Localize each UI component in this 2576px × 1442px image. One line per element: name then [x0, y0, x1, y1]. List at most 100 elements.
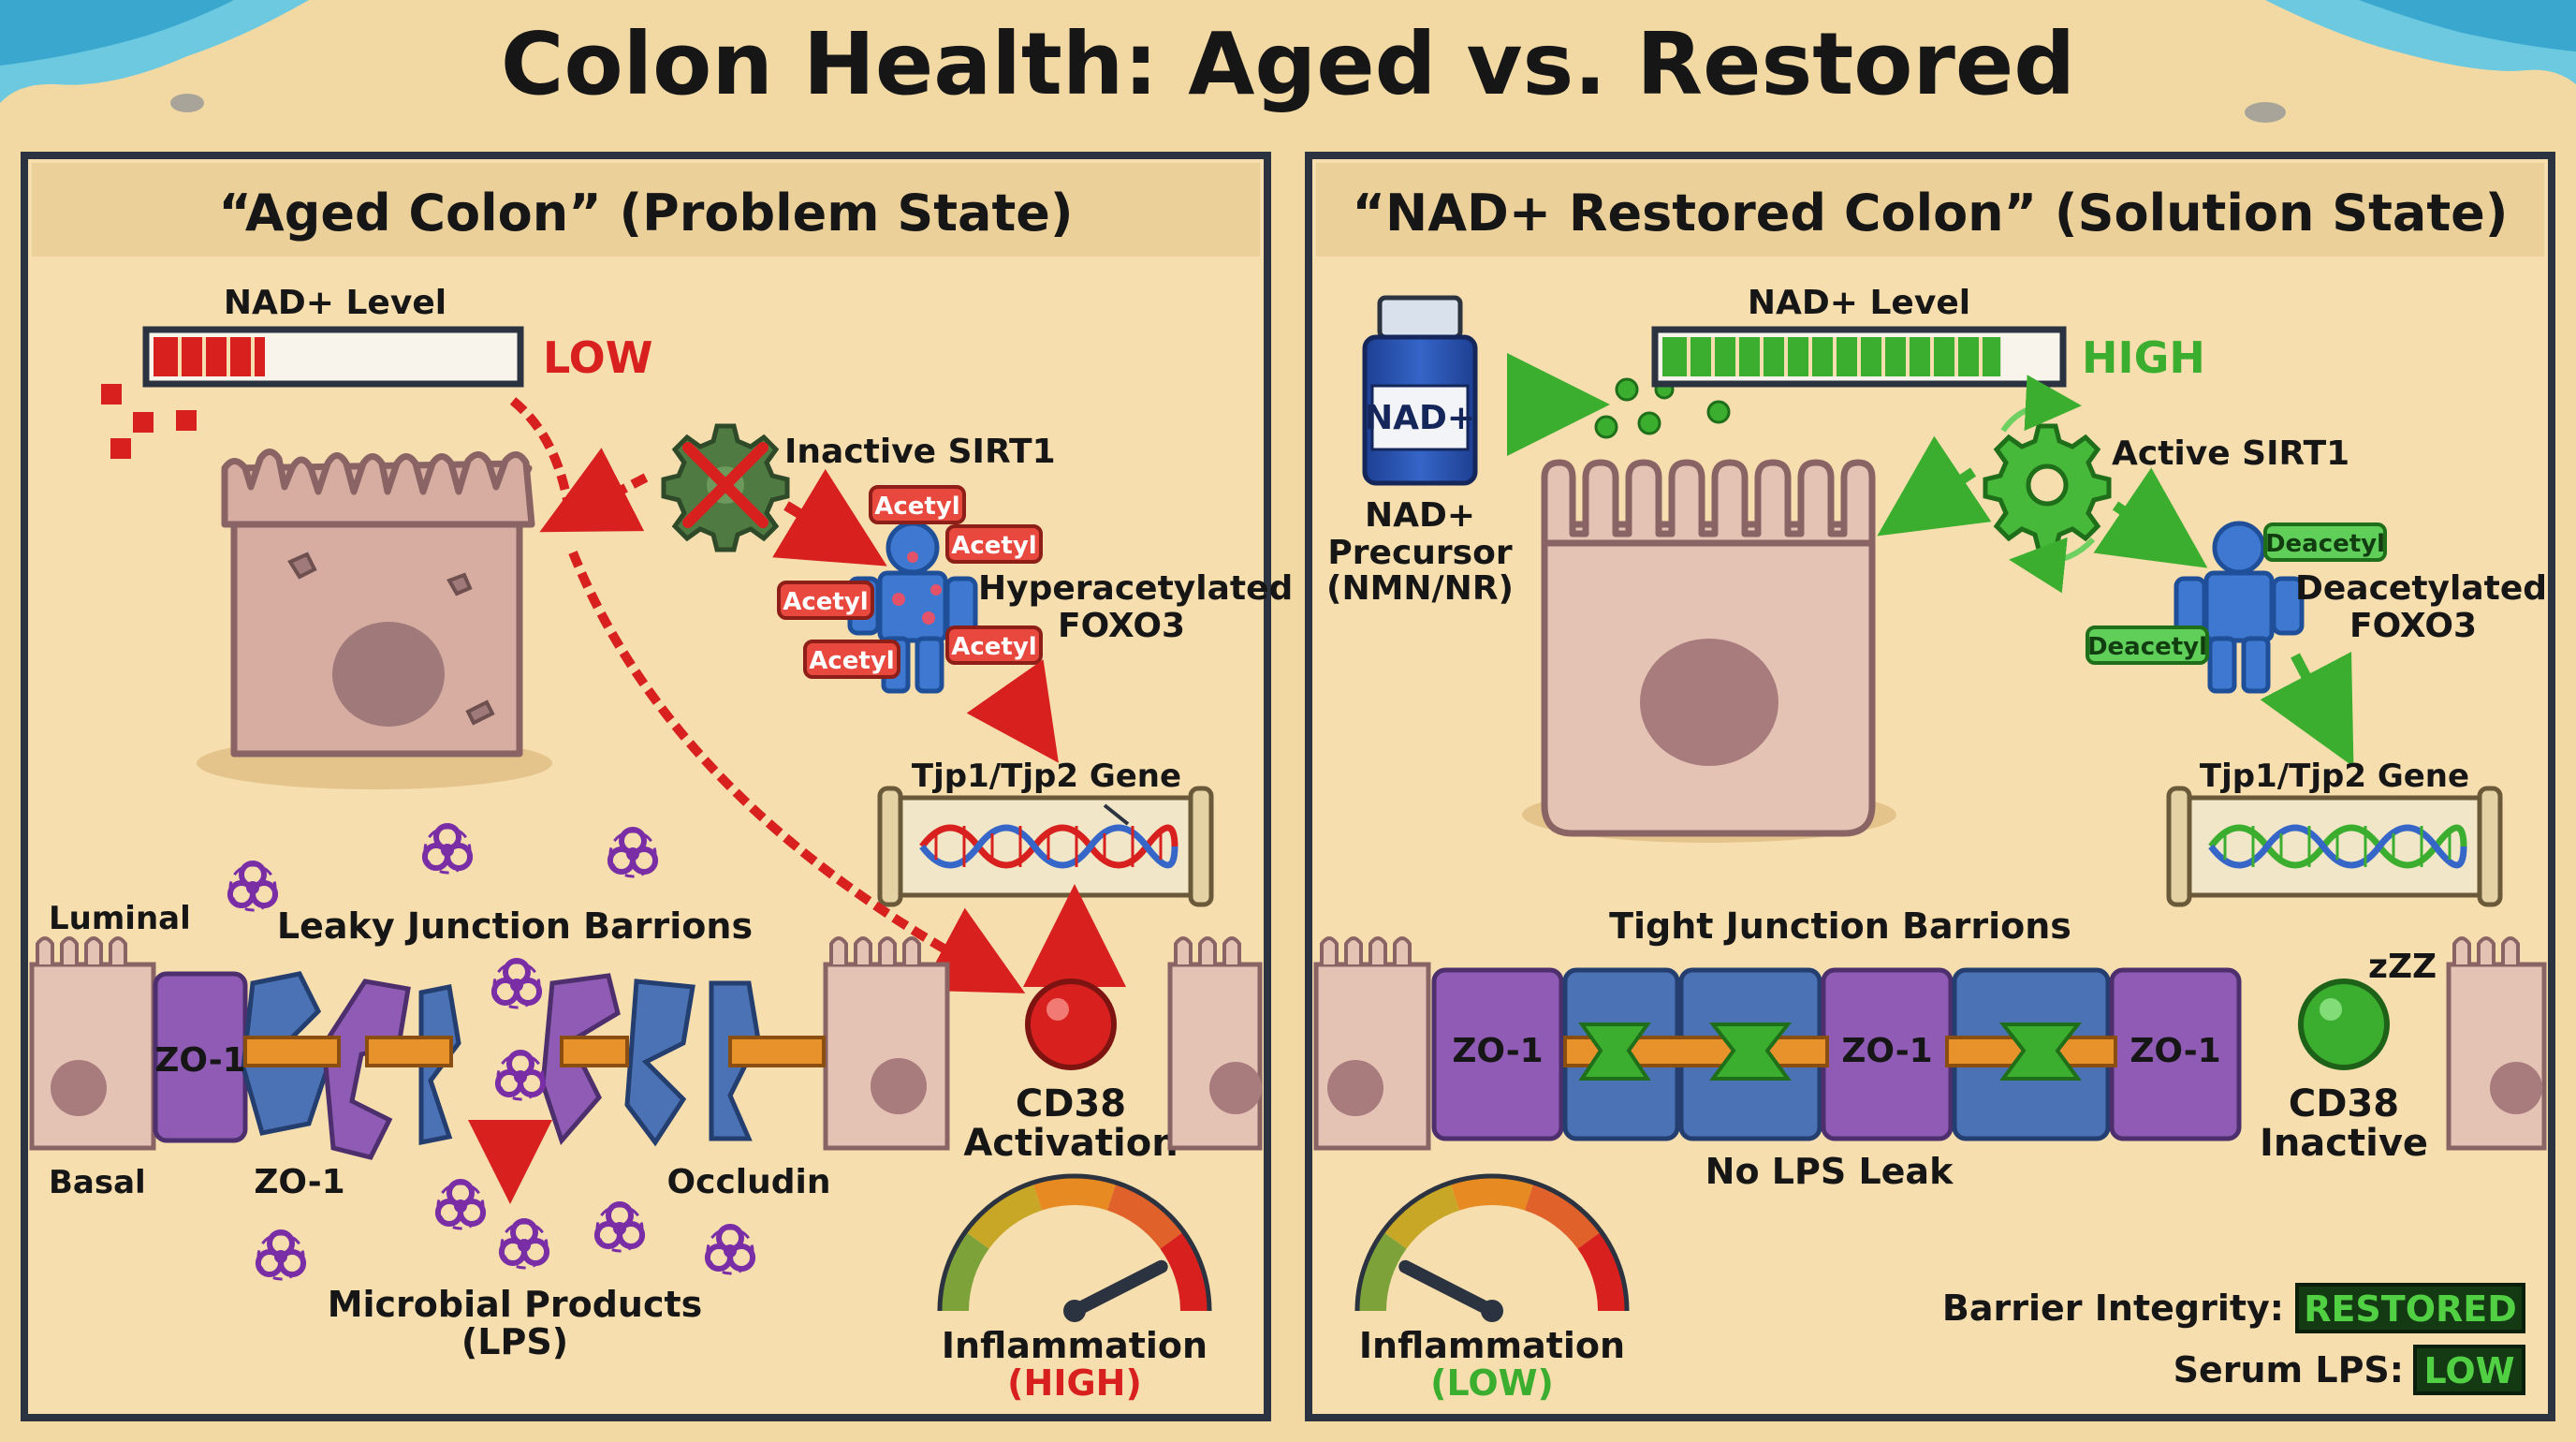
sirt1-to-foxo3-arrow-green: [2093, 467, 2208, 568]
gauge-outline: [1354, 1173, 1630, 1312]
no-lps-leak-label: No LPS Leak: [1705, 1151, 1954, 1192]
barrier-integrity-badge: [2295, 1283, 2525, 1333]
biohazard-icon: [494, 1050, 547, 1101]
pebble: [170, 94, 204, 112]
restored-gene-scroll: [2166, 786, 2503, 907]
gauge-arc-segment: [1358, 1231, 1407, 1312]
aged-nad-label: NAD+ Level: [224, 284, 446, 322]
restored-gene-label: Tjp1/Tjp2 Gene: [2200, 758, 2469, 795]
nad-bar-segment-gap: [1735, 337, 1739, 376]
biohazard-icon: [593, 1201, 646, 1253]
gauge-outline: [937, 1173, 1212, 1312]
tight-epithelial-row: [1313, 936, 2547, 1151]
lps-label-line1: Microbial Products: [328, 1284, 703, 1325]
nad-bar-segment-gap: [1833, 337, 1837, 376]
cd38-active-indicator: [1025, 978, 1117, 1070]
aged-nad-fill: [154, 337, 265, 376]
sirt1-to-foxo3-arrow: [772, 468, 887, 566]
aged-panel-heading: “Aged Colon” (Problem State): [218, 184, 1073, 243]
biohazard-icon: [434, 1179, 487, 1230]
foxo3-to-gene-arrow-green: [2260, 651, 2354, 767]
aged-nad-status: LOW: [543, 332, 653, 383]
svg-text:Acetyl: Acetyl: [783, 588, 868, 616]
nad-bar-segment-gap: [178, 337, 182, 376]
healthy-epithelial-cell: [1522, 459, 1896, 843]
gauge-arc-segment: [1032, 1177, 1117, 1211]
zo1-label-b: ZO-1: [1841, 1032, 1932, 1070]
zo1-label-below: ZO-1: [254, 1163, 344, 1201]
lps-biohazard-icons: [227, 823, 756, 1281]
basal-label: Basal: [49, 1164, 146, 1201]
deacetyl-tag: Deacetyl: [2263, 522, 2387, 562]
barrier-integrity-label: Barrier Integrity:: [1942, 1288, 2284, 1329]
nad-bar-segment-gap: [1881, 337, 1885, 376]
nad-bar-segment-gap: [1979, 337, 1983, 376]
precursor-line2: Precursor: [1327, 534, 1512, 572]
acetyl-tag: Acetyl: [869, 485, 966, 524]
gauge-arc-segment: [966, 1184, 1043, 1249]
occludin-label: Occludin: [667, 1163, 831, 1201]
pebble: [2245, 102, 2286, 123]
restored-nad-fill: [1662, 337, 2001, 376]
svg-text:Deacetyl: Deacetyl: [2087, 633, 2207, 661]
nad-bar-segment-gap: [1930, 337, 1934, 376]
tight-junction-title: Tight Junction Barrions: [1609, 905, 2071, 947]
restored-panel-heading: “NAD+ Restored Colon” (Solution State): [1353, 184, 2509, 243]
cd38-inactive-line2: Inactive: [2260, 1122, 2428, 1165]
nad-precursor-bottle-icon: NAD+: [1362, 295, 1478, 486]
deacetyl-tag: Deacetyl: [2086, 625, 2209, 665]
zo1-label-a: ZO-1: [1452, 1032, 1543, 1070]
nad-bar-segment-gap: [202, 337, 206, 376]
aged-gene-scroll: [877, 786, 1214, 907]
nad-to-cd38-arrow: [509, 397, 576, 525]
restored-nad-status: HIGH: [2082, 332, 2205, 383]
foxo3-to-gene-arrow: [966, 659, 1059, 763]
foxo3-label-line2: FOXO3: [1058, 607, 1185, 645]
cell-to-cd38-arrow: [568, 551, 1026, 993]
acetyl-tag: Acetyl: [803, 640, 900, 679]
nad-bar-segment-gap: [227, 337, 230, 376]
nad-bar-segment-gap: [1687, 337, 1690, 376]
aged-inflammation-status: (HIGH): [1007, 1362, 1142, 1404]
luminal-label: Luminal: [49, 900, 191, 937]
sleep-zzz-icon: zZZ: [2368, 948, 2437, 986]
cd38-inactive-indicator: [2298, 978, 2390, 1070]
nad-bar-segment-gap: [1857, 337, 1861, 376]
aged-colon-panel: “Aged Colon” (Problem State) NAD+ Level …: [21, 152, 1293, 1421]
gauge-needle: [1398, 1259, 1499, 1317]
nad-bar-segment-gap: [251, 337, 255, 376]
svg-text:NAD+: NAD+: [1365, 399, 1475, 437]
serum-lps-label: Serum LPS:: [2174, 1349, 2404, 1390]
nad-bar-segment-gap: [1760, 337, 1764, 376]
nad-bar-segment-gap: [1808, 337, 1812, 376]
gauge-hub: [1481, 1300, 1503, 1322]
svg-text:Acetyl: Acetyl: [951, 633, 1036, 661]
biohazard-icon: [607, 827, 659, 878]
acetyl-tag: Acetyl: [945, 524, 1043, 564]
gauge-arc-segment: [1106, 1184, 1183, 1249]
restored-inflammation-status: (LOW): [1430, 1362, 1554, 1404]
restored-inflammation-label: Inflammation: [1359, 1325, 1625, 1366]
barrier-integrity-value: RESTORED: [2304, 1288, 2517, 1330]
biohazard-icon: [490, 958, 543, 1009]
biohazard-icon: [704, 1224, 756, 1275]
deacetylated-foxo3-line2: FOXO3: [2349, 607, 2477, 645]
svg-text:Acetyl: Acetyl: [874, 493, 959, 521]
gauge-arc-segment: [1383, 1184, 1460, 1249]
gauge-hub: [1063, 1300, 1086, 1322]
cd38-inactive-line1: CD38: [2289, 1082, 2399, 1126]
inactive-sirt1-label: Inactive SIRT1: [784, 433, 1056, 471]
nad-bar-segment-gap: [1906, 337, 1910, 376]
precursor-line3: (NMN/NR): [1326, 569, 1514, 608]
zo1-label-c: ZO-1: [2130, 1032, 2220, 1070]
deacetylated-foxo3-line1: Deacetylated: [2295, 569, 2547, 608]
active-sirt1-label: Active SIRT1: [2112, 434, 2349, 473]
lps-label-line2: (LPS): [461, 1321, 568, 1362]
gauge-arc-segment: [1577, 1231, 1626, 1312]
restored-nad-label: NAD+ Level: [1748, 284, 1970, 322]
nad-bar-segment-gap: [1954, 337, 1958, 376]
precursor-line1: NAD+: [1365, 496, 1475, 535]
acetyl-tag: Acetyl: [945, 625, 1043, 665]
aged-inflammation-gauge: [937, 1173, 1212, 1322]
aged-panel-frame: [21, 152, 1271, 1421]
